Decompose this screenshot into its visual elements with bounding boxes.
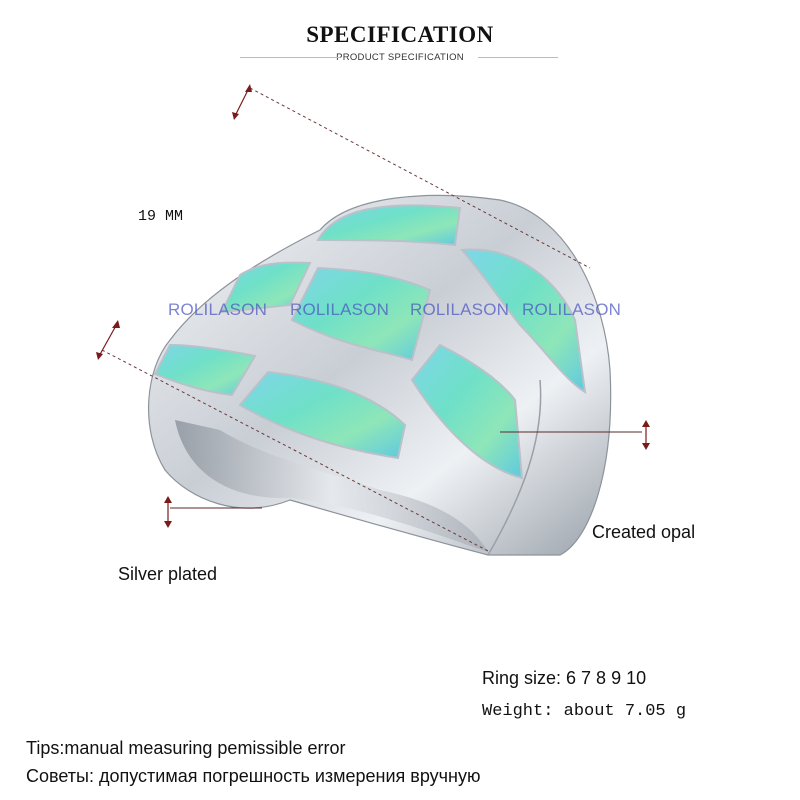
- silver-callout-label: Silver plated: [118, 564, 218, 584]
- opal-segment: [290, 266, 432, 362]
- tips-english: Tips:manual measuring pemissible error: [26, 738, 346, 758]
- opal-segment: [220, 261, 312, 314]
- opal-segment: [238, 370, 407, 460]
- opal-inlays: [153, 204, 587, 480]
- opal-segment: [153, 343, 257, 397]
- opal-segment: [459, 248, 587, 394]
- opal-segment: [316, 204, 462, 247]
- page-title: SPECIFICATION: [306, 22, 494, 47]
- page-subtitle: PRODUCT SPECIFICATION: [336, 52, 464, 63]
- subtitle-rule-left: [240, 57, 340, 58]
- weight-spec: Weight: about 7.05 g: [482, 702, 687, 721]
- subtitle-rule-right: [478, 57, 558, 58]
- opal-segment: [410, 343, 524, 480]
- tips-russian: Советы: допустимая погрешность измерения…: [26, 766, 481, 786]
- watermark-text: ROLILASON: [168, 300, 268, 319]
- ring-size-spec: Ring size: 6 7 8 9 10: [482, 668, 647, 688]
- watermark-text: ROLILASON: [410, 300, 510, 319]
- watermark-text: ROLILASON: [522, 300, 622, 319]
- callout-lines: [164, 420, 650, 528]
- dimension-label: 19 MM: [138, 208, 184, 225]
- opal-callout-label: Created opal: [592, 522, 696, 542]
- watermark-text: ROLILASON: [290, 300, 390, 319]
- dimension-lines: [96, 84, 591, 553]
